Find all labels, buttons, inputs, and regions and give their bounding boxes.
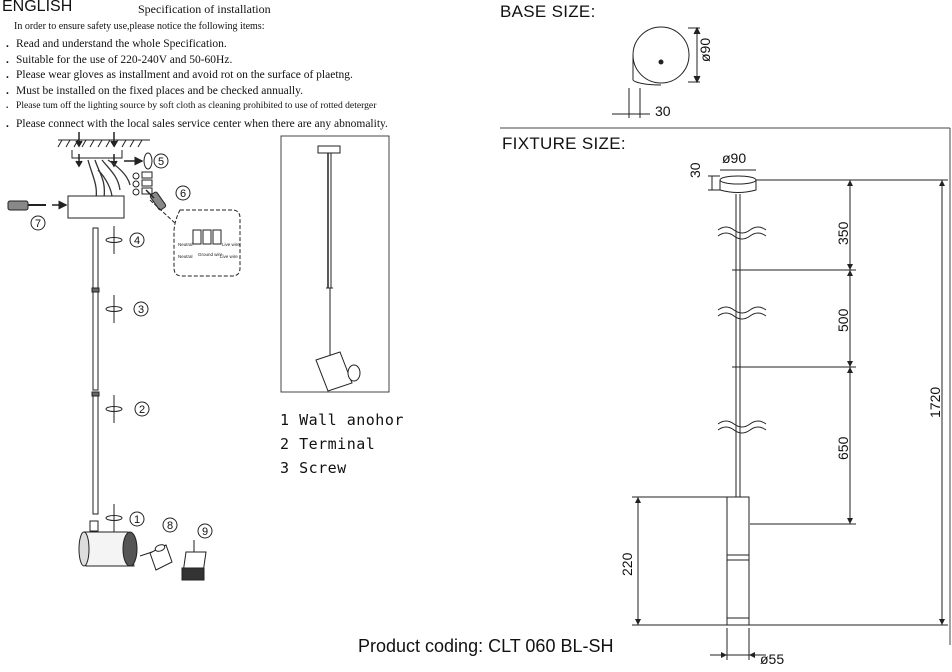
dimension-arrows xyxy=(635,180,945,658)
wire-label: Live wire xyxy=(222,242,240,247)
wire-label: Neutral xyxy=(178,242,193,247)
callout-circle xyxy=(175,185,191,201)
wire-label: Neutral xyxy=(178,254,193,259)
product-coding: Product coding: CLT 060 BL-SH xyxy=(358,636,614,656)
base-height-label: 30 xyxy=(655,103,671,119)
segment-350-label: 350 xyxy=(835,221,851,245)
callout-label: 2 xyxy=(139,404,145,416)
canopy-box xyxy=(67,195,125,219)
screw-5 xyxy=(124,152,153,170)
base-diameter-label: ø90 xyxy=(697,38,713,62)
callout-label: 5 xyxy=(158,156,164,168)
language-label: ENGLISH xyxy=(2,0,73,15)
total-length-label: 1720 xyxy=(927,387,943,418)
screw-3 xyxy=(105,295,123,323)
rod-segments xyxy=(91,227,100,515)
callout-circle xyxy=(153,153,169,169)
product-overview xyxy=(280,135,390,393)
callout-circle xyxy=(134,401,150,417)
terminal-block xyxy=(132,171,153,196)
legend-item: 2 Terminal xyxy=(280,435,376,453)
ceiling xyxy=(57,139,150,159)
callout-label: 8 xyxy=(167,520,173,532)
legend-item: 1 Wall anohor xyxy=(280,411,404,429)
cap-9 xyxy=(181,540,207,581)
screw-2 xyxy=(105,395,123,423)
callout-label: 1 xyxy=(134,514,140,526)
base-size-title: BASE SIZE: xyxy=(500,2,596,21)
callout-circle xyxy=(133,301,149,317)
head-length-label: 220 xyxy=(619,552,635,576)
wires xyxy=(87,159,131,199)
callout-circle xyxy=(129,511,145,527)
spec-title: Specification of installation xyxy=(138,2,271,16)
screwdriver-6 xyxy=(145,189,167,211)
intro-text: In order to ensure safety use,please not… xyxy=(14,21,265,32)
legend-item: 3 Screw xyxy=(280,459,347,477)
segment-650-label: 650 xyxy=(835,436,851,460)
note-item: .Read and understand the whole Specifica… xyxy=(6,38,227,50)
wiring-detail: Neutral Ground wire Live wire Neutral Li… xyxy=(149,199,241,277)
bulb-8 xyxy=(139,544,173,571)
canopy-diameter-label: ø90 xyxy=(722,150,746,166)
callout-circle xyxy=(162,517,178,533)
callout-label: 9 xyxy=(202,526,208,538)
note-item: .Please wear gloves as installment and a… xyxy=(6,69,353,81)
spot-head xyxy=(78,520,138,567)
base-drawing xyxy=(612,26,701,118)
note-item: .Suitable for the use of 220-240V and 50… xyxy=(6,54,233,66)
screw-4 xyxy=(105,226,123,254)
wire-label: Ground wire xyxy=(198,252,223,257)
note-item: .Please connect with the local sales ser… xyxy=(6,118,388,130)
callout-circle xyxy=(129,232,145,248)
segment-500-label: 500 xyxy=(835,308,851,332)
wire-label: Live wire xyxy=(220,254,238,259)
note-item: .Please tum off the lighting source by s… xyxy=(6,100,377,111)
head-diameter-label: ø55 xyxy=(760,651,784,667)
callout-label: 6 xyxy=(180,188,186,200)
canopy-height-label: 30 xyxy=(687,162,703,178)
callout-label: 4 xyxy=(134,235,140,247)
callout-label: 3 xyxy=(138,304,144,316)
screw-1 xyxy=(105,504,123,532)
callout-circle xyxy=(30,215,46,231)
screwdriver-7 xyxy=(7,200,68,211)
note-item: .Must be installed on the fixed places a… xyxy=(6,85,303,97)
callout-label: 7 xyxy=(35,218,41,230)
anchor-arrows xyxy=(75,132,118,168)
fixture-size-title: FIXTURE SIZE: xyxy=(502,134,626,153)
fixture-drawing xyxy=(632,169,948,660)
callout-circle xyxy=(197,523,213,539)
